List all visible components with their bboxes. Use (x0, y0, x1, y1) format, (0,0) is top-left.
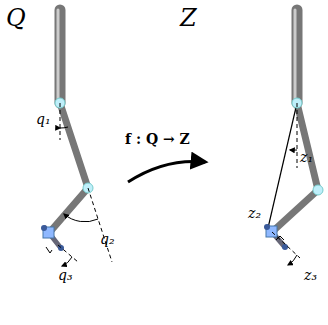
mapping-arrow (128, 161, 205, 182)
joint-angle: q₃ (58, 268, 73, 282)
coordinate-label: z₂ (248, 206, 261, 220)
left-leg (41, 10, 112, 266)
joint-angle: q₁ (36, 112, 51, 126)
map-label: f : Q → Z (125, 132, 190, 146)
joint-angle: q₂ (100, 232, 115, 246)
right-leg (264, 10, 323, 265)
figure-title: Z (180, 6, 197, 30)
figure-title: Q (6, 6, 26, 30)
coordinate-label: z₁ (300, 150, 313, 164)
coordinate-label: z₃ (304, 268, 317, 282)
